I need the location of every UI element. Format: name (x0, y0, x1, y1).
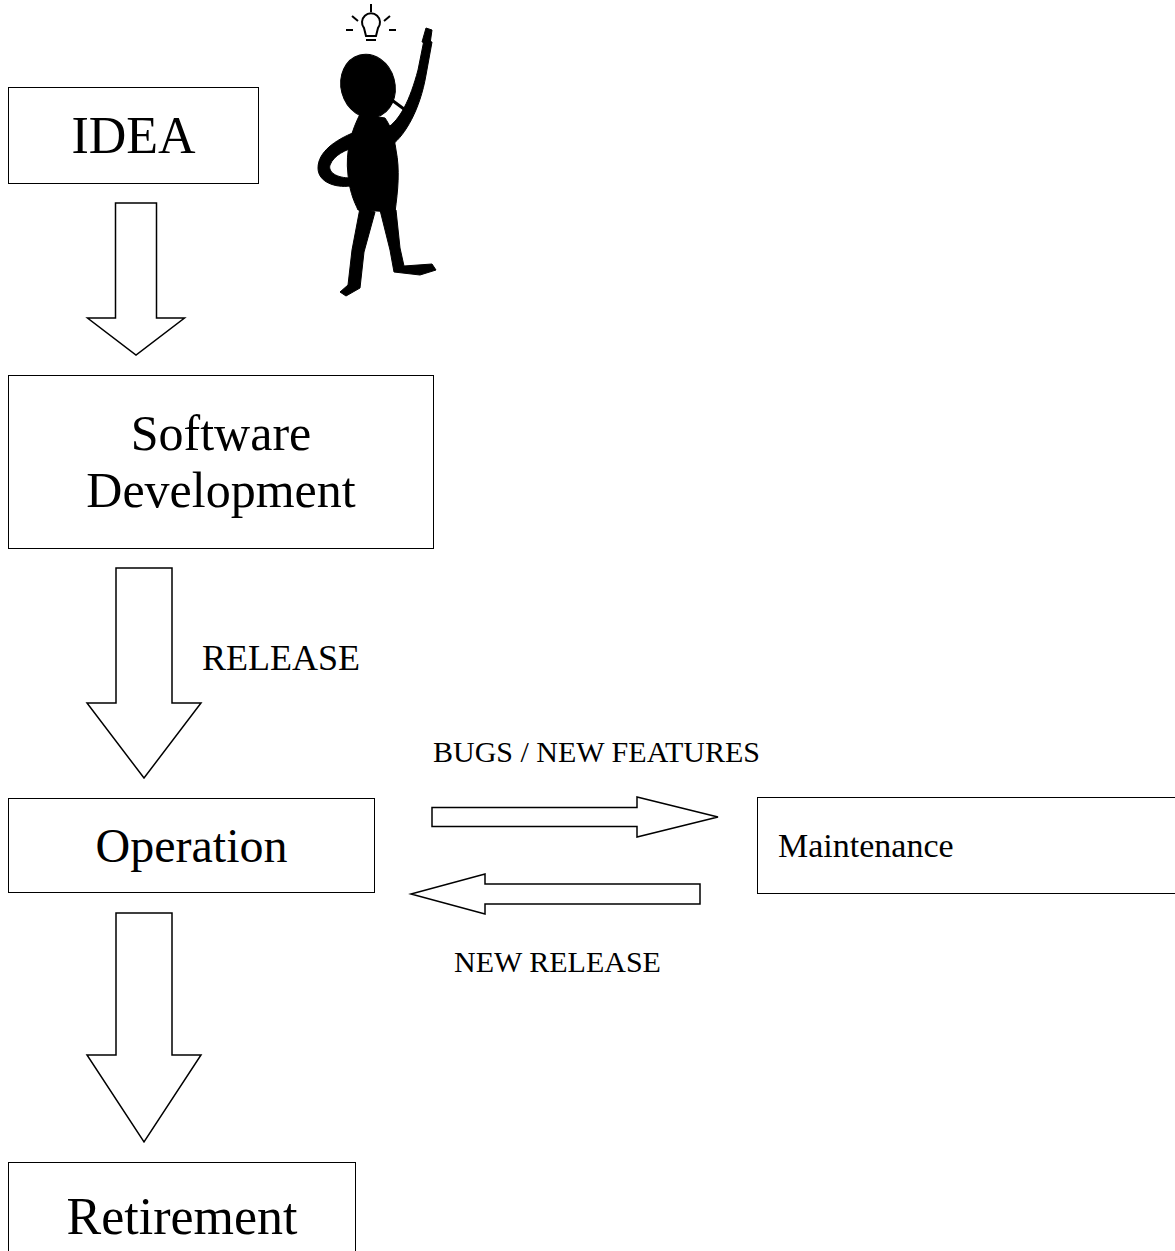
box-label: IDEA (71, 106, 195, 166)
box-label: Retirement (66, 1187, 297, 1247)
block-arrow (432, 797, 718, 837)
arrow-label: NEW RELEASE (452, 945, 663, 980)
arrow-label: BUGS / NEW FEATURES (431, 735, 762, 770)
process-box: Retirement (8, 1162, 356, 1251)
block-arrow (88, 203, 185, 355)
box-label: Maintenance (778, 826, 954, 865)
box-label: Software Development (25, 405, 417, 520)
thinking-person (318, 28, 436, 296)
box-label: Operation (96, 818, 288, 873)
process-box: Operation (8, 798, 375, 893)
block-arrow (411, 874, 700, 914)
block-arrow (87, 913, 201, 1142)
process-box: Software Development (8, 375, 434, 549)
block-arrow (87, 568, 201, 778)
process-box: Maintenance (757, 797, 1175, 894)
process-box: IDEA (8, 87, 259, 184)
arrow-label: RELEASE (200, 638, 362, 679)
light-bulb (346, 4, 396, 40)
